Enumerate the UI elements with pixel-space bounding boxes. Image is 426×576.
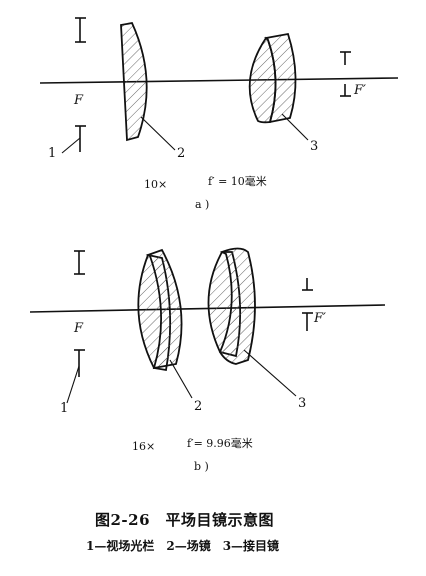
leader-3-b xyxy=(243,349,297,397)
leader-3-a xyxy=(281,113,309,141)
focal-prime-label-b: F′ xyxy=(314,311,326,326)
diagram-b xyxy=(29,247,386,404)
leader-2-a xyxy=(140,116,176,151)
magnification-b: 16× xyxy=(132,440,156,453)
eye-lens-b xyxy=(207,247,256,365)
part-3-label-a: 3 xyxy=(310,139,319,154)
upper-focal-marker-a xyxy=(75,17,86,43)
diagram-a xyxy=(39,17,399,154)
part-1-label-a: 1 xyxy=(48,146,57,161)
part-1-label-b: 1 xyxy=(60,401,69,416)
exit-focal-marker-a xyxy=(340,51,351,97)
part-2-label-b: 2 xyxy=(194,399,203,414)
focal-label-b: F xyxy=(74,321,84,336)
part-3-label-b: 3 xyxy=(298,396,307,411)
field-stop-b xyxy=(74,349,85,377)
focal-prime-label-a: F′ xyxy=(354,83,366,98)
focal-label-a: F xyxy=(74,93,84,108)
field-lens-b xyxy=(137,248,183,372)
leader-2-b xyxy=(169,359,193,399)
optical-axis-b xyxy=(29,304,386,313)
upper-focal-marker-b xyxy=(74,250,85,275)
field-lens-a xyxy=(120,21,148,142)
eye-lens-a xyxy=(248,32,297,124)
focal-length-a: f′ = 10毫米 xyxy=(208,175,267,188)
figure-caption-title: 图2-26 平场目镜示意图 xyxy=(95,511,275,529)
leader-1-b xyxy=(66,365,80,404)
exit-focal-marker-b xyxy=(302,278,313,331)
sublabel-b: b ) xyxy=(194,460,209,473)
sublabel-a: a ) xyxy=(195,198,210,211)
figure-caption-legend: 1—视场光栏 2—场镜 3—接目镜 xyxy=(86,539,280,553)
leader-1-a xyxy=(61,137,81,154)
magnification-a: 10× xyxy=(144,178,168,191)
focal-length-b: f′= 9.96毫米 xyxy=(187,437,253,450)
part-2-label-a: 2 xyxy=(177,146,186,161)
field-stop-a xyxy=(75,125,86,152)
optical-axis-a xyxy=(39,77,399,84)
